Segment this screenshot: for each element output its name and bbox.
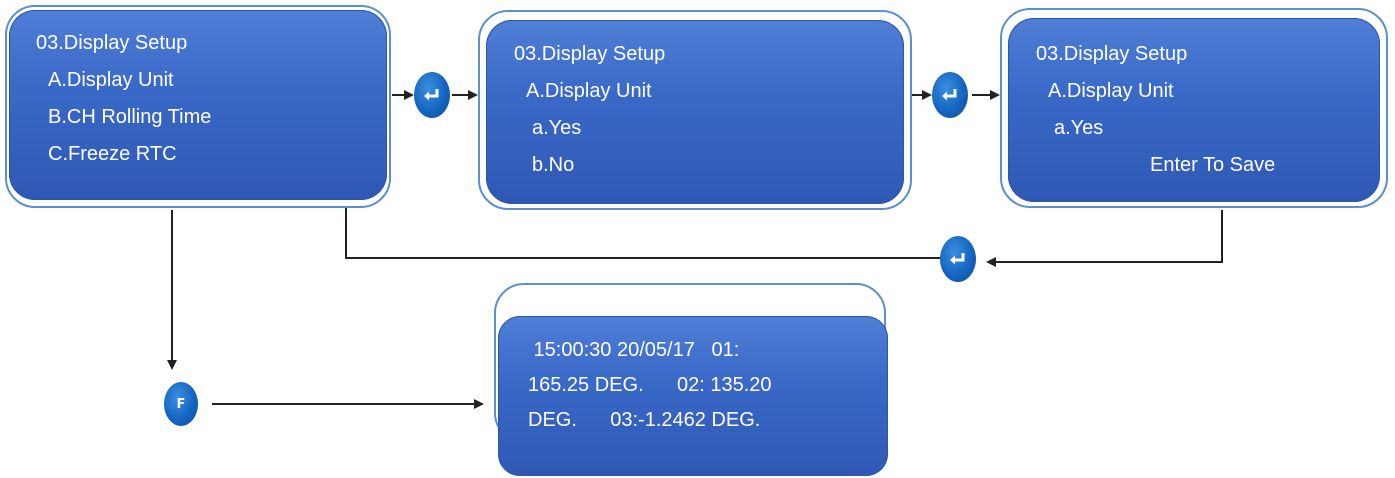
readout-line-1: 15:00:30 20/05/17 01: [528,339,740,361]
options-screen: 03.Display Setup A.Display Unit a.Yes b.… [478,10,912,210]
menu-item-freeze-rtc[interactable]: C.Freeze RTC [48,143,177,165]
menu-screen: 03.Display Setup A.Display Unit B.CH Rol… [5,5,391,208]
confirm-prompt: Enter To Save [1150,154,1276,176]
confirm-screen: 03.Display Setup A.Display Unit a.Yes En… [1000,8,1388,208]
enter-button-2[interactable] [932,72,968,118]
menu-item-display-unit[interactable]: A.Display Unit [48,69,174,91]
arrow-confirm-to-enter [986,210,1223,267]
enter-icon [942,89,957,101]
enter-icon [950,253,965,265]
options-title: 03.Display Setup [514,43,666,65]
option-no[interactable]: b.No [532,154,575,176]
readout-screen: 15:00:30 20/05/17 01: 165.25 DEG. 02: 13… [498,316,888,478]
enter-button-1[interactable] [414,72,450,118]
confirm-title: 03.Display Setup [1036,43,1188,65]
option-yes[interactable]: a.Yes [532,117,582,139]
f-button[interactable]: F [164,382,198,426]
readout-line-2: 165.25 DEG. 02: 135.20 [528,374,772,396]
readout-line-3: DEG. 03:-1.2462 DEG. [528,409,761,431]
enter-icon [424,89,439,101]
confirm-item: A.Display Unit [1048,80,1174,102]
arrow-enter-to-menu [341,198,940,259]
options-item: A.Display Unit [526,80,652,102]
f-button-label: F [176,396,186,412]
confirm-selected: a.Yes [1054,117,1104,139]
menu-item-ch-rolling-time[interactable]: B.CH Rolling Time [48,106,212,128]
enter-button-3[interactable] [940,236,976,282]
menu-title: 03.Display Setup [36,32,188,54]
